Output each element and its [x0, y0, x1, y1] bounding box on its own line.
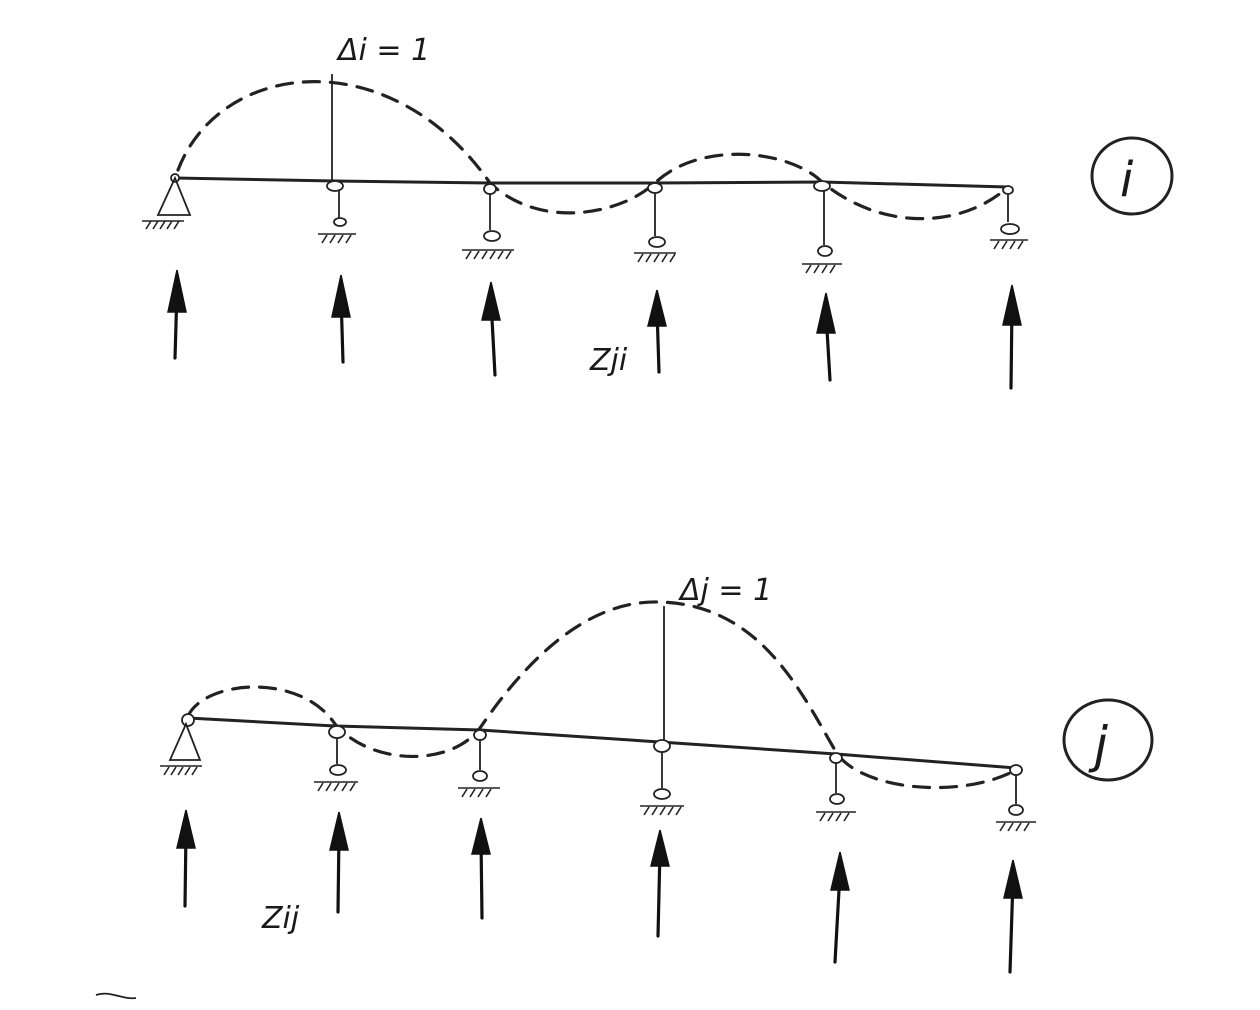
case-label-i: i — [1120, 152, 1134, 208]
reaction-arrow-i-6 — [1002, 284, 1022, 390]
beam-j — [186, 716, 1018, 770]
force-label-j: Zij — [261, 901, 300, 936]
roller-support-i-5 — [802, 180, 842, 274]
roller-support-j-3 — [458, 729, 500, 798]
case-marker-i: i — [1090, 136, 1174, 216]
roller-support-i-3 — [462, 183, 514, 260]
case-marker-j: j — [1062, 698, 1154, 782]
reaction-arrow-j-5 — [830, 851, 850, 964]
reaction-arrows-j — [176, 809, 1023, 974]
reaction-arrows-i — [167, 269, 1022, 390]
roller-support-i-2 — [318, 180, 356, 244]
diagram-j: Δj = 1 — [160, 573, 1154, 974]
reaction-arrow-j-6 — [1003, 859, 1023, 974]
roller-support-j-4 — [640, 739, 684, 816]
case-label-j: j — [1088, 716, 1108, 774]
force-label-i: Zji — [589, 343, 628, 378]
reaction-arrow-j-1 — [176, 809, 196, 908]
roller-support-j-2 — [314, 725, 358, 792]
beam-i — [173, 176, 1010, 189]
deflection-label-i: Δi = 1 — [336, 33, 430, 68]
pin-support-j-1 — [160, 713, 202, 776]
reaction-arrow-j-4 — [650, 829, 670, 938]
deflected-shape-j — [186, 600, 1018, 790]
roller-support-j-6 — [996, 764, 1036, 832]
reaction-arrow-i-1 — [167, 269, 187, 360]
reaction-arrow-i-4 — [647, 289, 667, 374]
reaction-arrow-j-3 — [471, 817, 491, 920]
reaction-arrow-i-3 — [481, 281, 501, 377]
reaction-arrow-i-2 — [331, 274, 351, 364]
diagram-i: Δi = 1 — [142, 33, 1174, 390]
stray-pen-mark — [95, 992, 137, 1000]
pin-support-i-1 — [142, 173, 192, 230]
deflected-shape-i — [176, 80, 1010, 221]
roller-support-i-6 — [990, 185, 1028, 250]
roller-support-j-5 — [816, 752, 856, 822]
reaction-arrow-i-5 — [816, 292, 836, 382]
deflection-label-j: Δj = 1 — [678, 573, 772, 608]
reaction-arrow-j-2 — [329, 811, 349, 914]
roller-support-i-4 — [634, 182, 676, 263]
